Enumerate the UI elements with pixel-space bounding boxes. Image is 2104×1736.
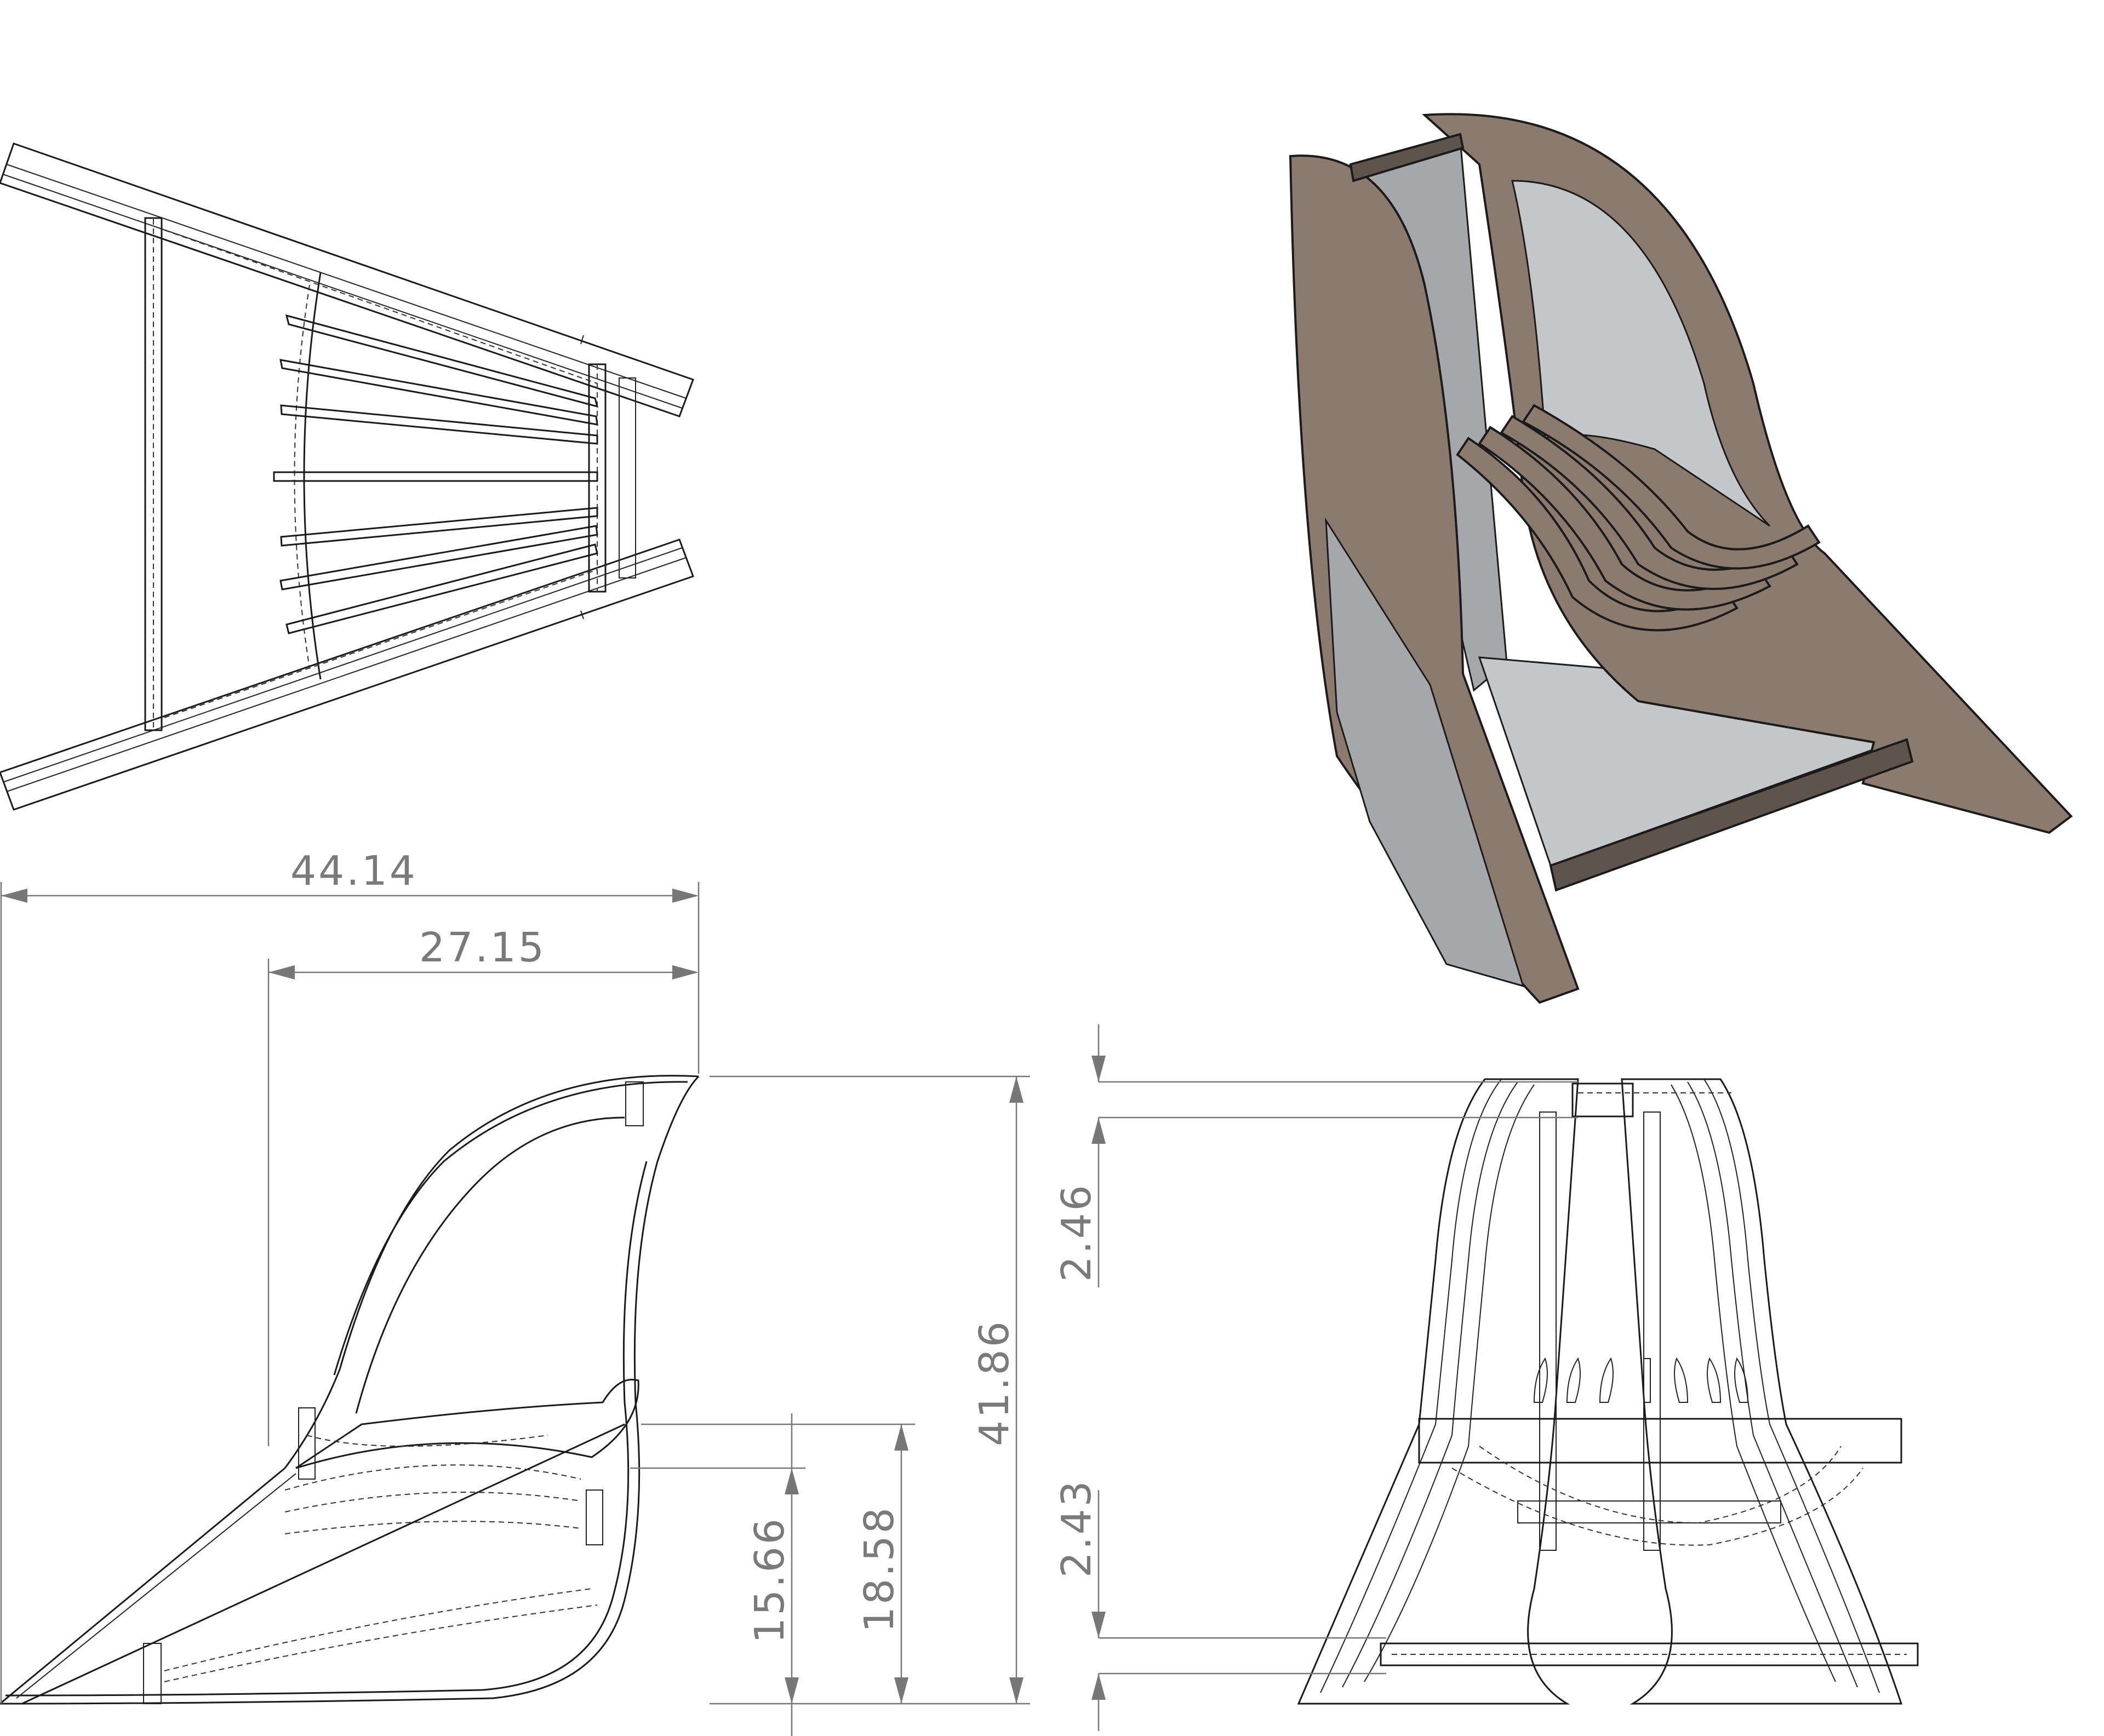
- dimension-bottom-rail-thickness: 2.43: [1053, 1479, 1386, 1731]
- dimension-overall-width: 44.14: [0, 847, 700, 1704]
- dimension-overall-height: 41.86: [710, 1075, 1030, 1705]
- dimension-label-top-rail-thickness: 2.46: [1053, 1183, 1100, 1282]
- dimension-label-seat-front-height: 15.66: [746, 1516, 793, 1643]
- dimension-label-overall-height: 41.86: [971, 1319, 1018, 1446]
- dimension-label-overall-width: 44.14: [290, 847, 418, 895]
- dimension-seat-front-height: 15.66: [630, 1413, 805, 1736]
- seat-slats: [273, 314, 599, 634]
- dimension-label-seat-rear-height: 18.58: [856, 1505, 903, 1632]
- isometric-view: [1289, 113, 2073, 1004]
- dimension-seat-rear-height: 18.58: [641, 1423, 915, 1704]
- side-view: [0, 1075, 700, 1705]
- dimension-top-rail-thickness: 2.46: [1053, 1024, 1578, 1287]
- dimension-back-to-front-width: 27.15: [267, 924, 699, 1446]
- top-view: [0, 142, 694, 811]
- iso-seat-slats: [1456, 404, 1821, 632]
- dimension-label-back-to-front-width: 27.15: [419, 924, 546, 971]
- front-view: [1297, 1078, 1919, 1705]
- dimension-label-bottom-rail-thickness: 2.43: [1053, 1479, 1100, 1578]
